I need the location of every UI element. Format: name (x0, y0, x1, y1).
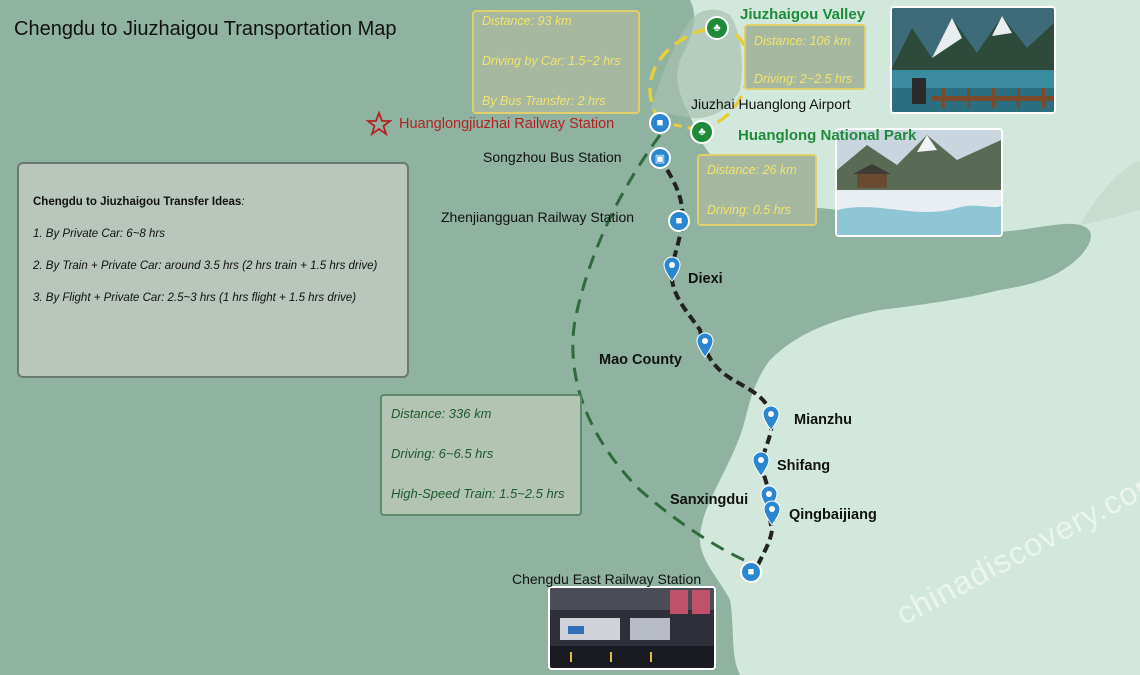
airport-valley-driving: Driving: 2~2.5 hrs (754, 72, 853, 86)
train-icon: ■ (740, 561, 762, 583)
airport-valley-distance: Distance: 106 km (754, 34, 851, 48)
rail-valley-distance: Distance: 93 km (482, 14, 572, 28)
tree-icon: ♣ (690, 120, 714, 144)
zhenjiangguan-label: Zhenjiangguan Railway Station (441, 209, 635, 225)
songzhou-bus-label: Songzhou Bus Station (483, 149, 622, 165)
airport-label: Jiuzhai Huanglong Airport (691, 96, 851, 112)
railway-station-label: Huanglongjiuzhai Railway Station (399, 116, 615, 132)
mao-county-label: Mao County (599, 352, 682, 368)
map-pin-icon (752, 451, 770, 477)
chengdu-east-label: Chengdu East Railway Station (512, 571, 702, 587)
rail-to-valley-info-box: Distance: 93 km Driving by Car: 1.5~2 hr… (472, 10, 640, 114)
chengdu-route-info-box: Distance: 336 km Driving: 6~6.5 hrs High… (380, 394, 582, 516)
mianzhu-label: Mianzhu (794, 412, 852, 428)
sanxingdui-label: Sanxingdui (670, 492, 749, 508)
huanglong-info-box: Distance: 26 km Driving: 0.5 hrs (697, 154, 817, 226)
transfer-ideas-heading: Chengdu to Jiuzhaigou Transfer Ideas (33, 196, 242, 208)
huanglong-park-label: Huanglong National Park (738, 127, 917, 144)
map-pin-icon (762, 405, 780, 431)
huanglong-park-photo (835, 128, 1003, 237)
train-icon: ■ (668, 210, 690, 232)
shifang-label: Shifang (777, 458, 831, 474)
chengdu-route-distance: Distance: 336 km (391, 406, 492, 421)
transfer-option-private-car: 1. By Private Car: 6~8 hrs (33, 228, 165, 240)
transfer-ideas-panel: Chengdu to Jiuzhaigou Transfer Ideas: 1.… (17, 162, 409, 378)
chengdu-east-station-photo (548, 586, 716, 670)
huanglong-distance: Distance: 26 km (707, 163, 797, 177)
transfer-option-flight-car: 3. By Flight + Private Car: 2.5~3 hrs (1… (33, 292, 357, 304)
diexi-label: Diexi (688, 271, 723, 287)
map-pin-icon (663, 256, 681, 282)
train-route (571, 134, 756, 567)
airport-to-valley-info-box: Distance: 106 km Driving: 2~2.5 hrs (744, 24, 866, 90)
jiuzhaigou-valley-photo (890, 6, 1056, 114)
tree-icon: ♣ (705, 16, 729, 40)
bus-icon: ▣ (649, 147, 671, 169)
train-icon: ■ (649, 112, 671, 134)
drive-route (658, 156, 775, 573)
rail-valley-driving: Driving by Car: 1.5~2 hrs (482, 54, 621, 68)
chengdu-route-driving: Driving: 6~6.5 hrs (391, 446, 494, 461)
transfer-option-train-car: 2. By Train + Private Car: around 3.5 hr… (33, 260, 378, 272)
rail-valley-bus: By Bus Transfer: 2 hrs (482, 94, 606, 108)
map-pin-icon (763, 500, 781, 526)
star-icon (365, 110, 393, 137)
huanglong-driving: Driving: 0.5 hrs (707, 203, 792, 217)
page-title: Chengdu to Jiuzhaigou Transportation Map (14, 18, 397, 40)
jiuzhaigou-valley-label: Jiuzhaigou Valley (740, 6, 866, 23)
heading-colon: : (241, 196, 245, 208)
qingbaijiang-label: Qingbaijiang (789, 507, 877, 523)
map-pin-icon (696, 332, 714, 358)
chengdu-route-train: High-Speed Train: 1.5~2.5 hrs (391, 486, 565, 501)
